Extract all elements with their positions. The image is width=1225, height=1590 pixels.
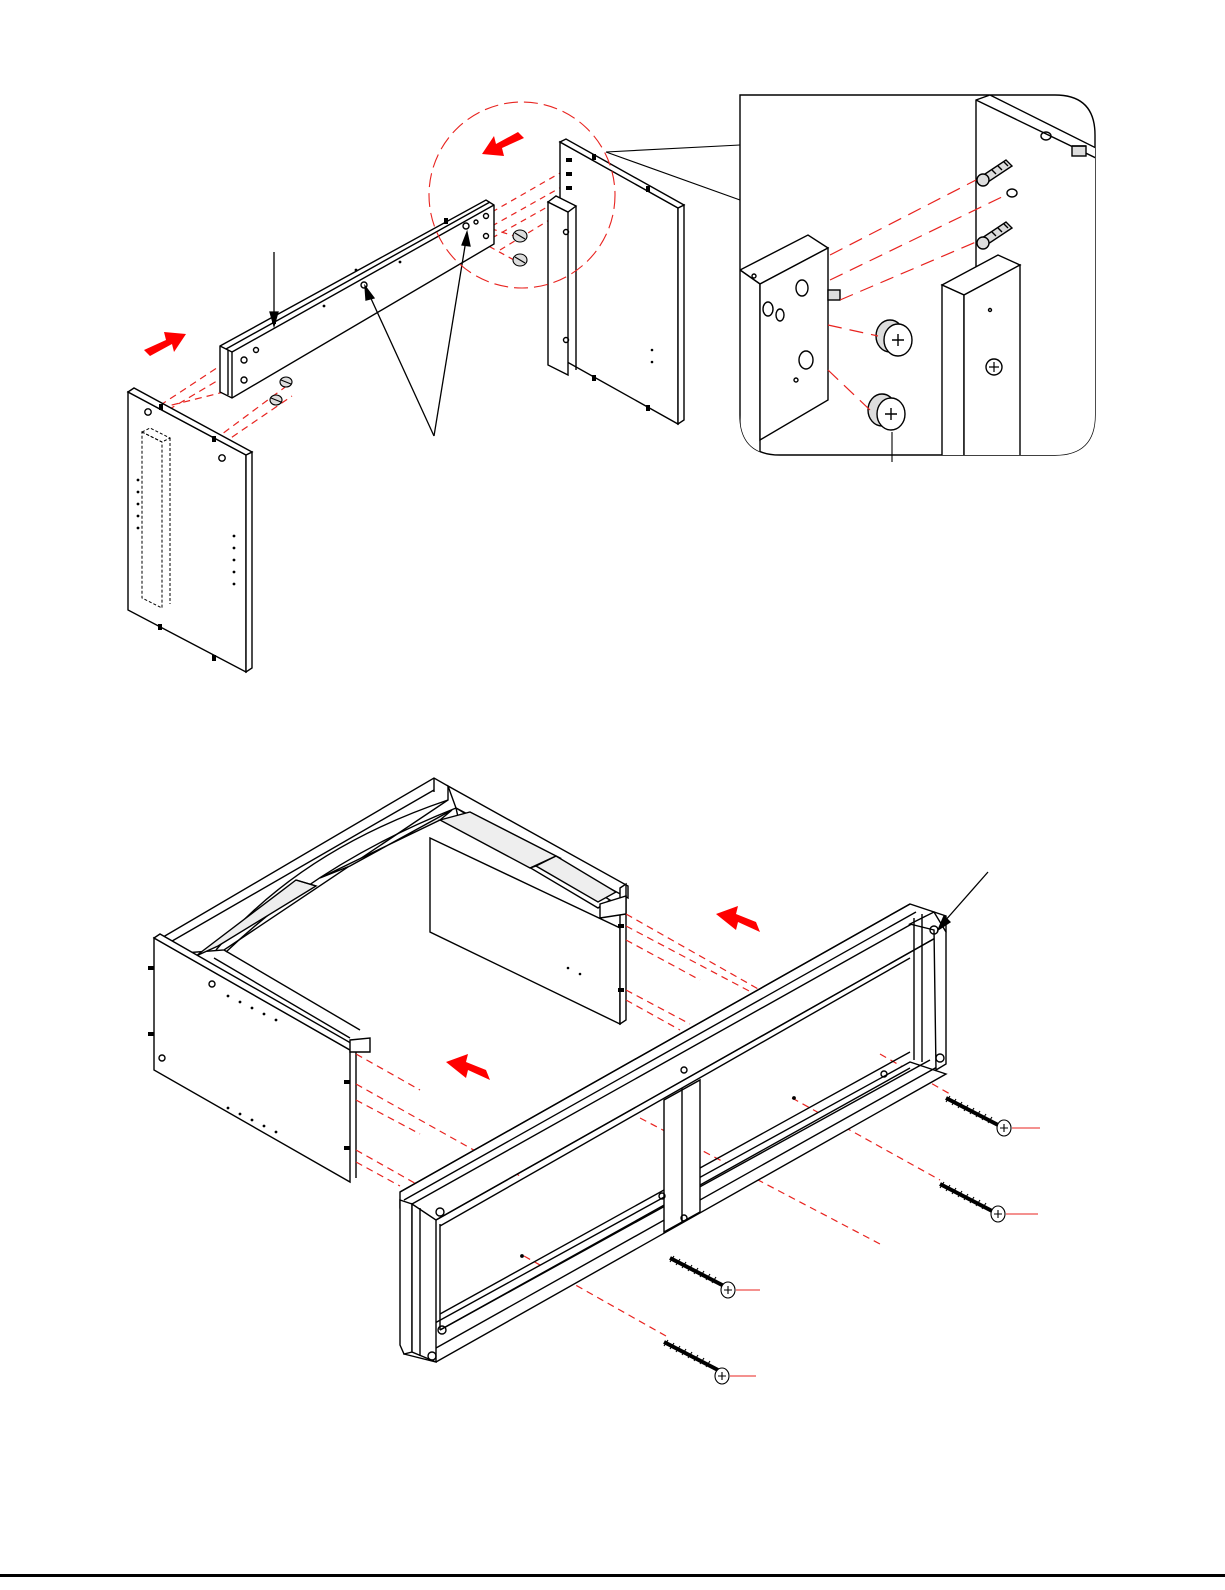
cam-lock-pair-left (270, 377, 292, 405)
right-side-panel (548, 139, 684, 424)
screw-3 (670, 1256, 760, 1298)
screw-2 (940, 1182, 1038, 1222)
step-bottom (148, 778, 1040, 1384)
detail-magnifier (740, 95, 1100, 470)
left-side-panel (128, 388, 252, 672)
wood-screw-icon (664, 1096, 1040, 1384)
left-side-panel-bottom (148, 934, 370, 1182)
front-frame (400, 904, 946, 1362)
screw-1 (946, 1096, 1040, 1136)
cam-lock-pair-right (513, 230, 527, 266)
back-rail (220, 200, 494, 398)
screw-4 (664, 1340, 756, 1384)
step-top (128, 102, 740, 672)
page-bottom-rule (0, 1574, 1225, 1577)
pointer-arrow-bottom (938, 872, 988, 930)
